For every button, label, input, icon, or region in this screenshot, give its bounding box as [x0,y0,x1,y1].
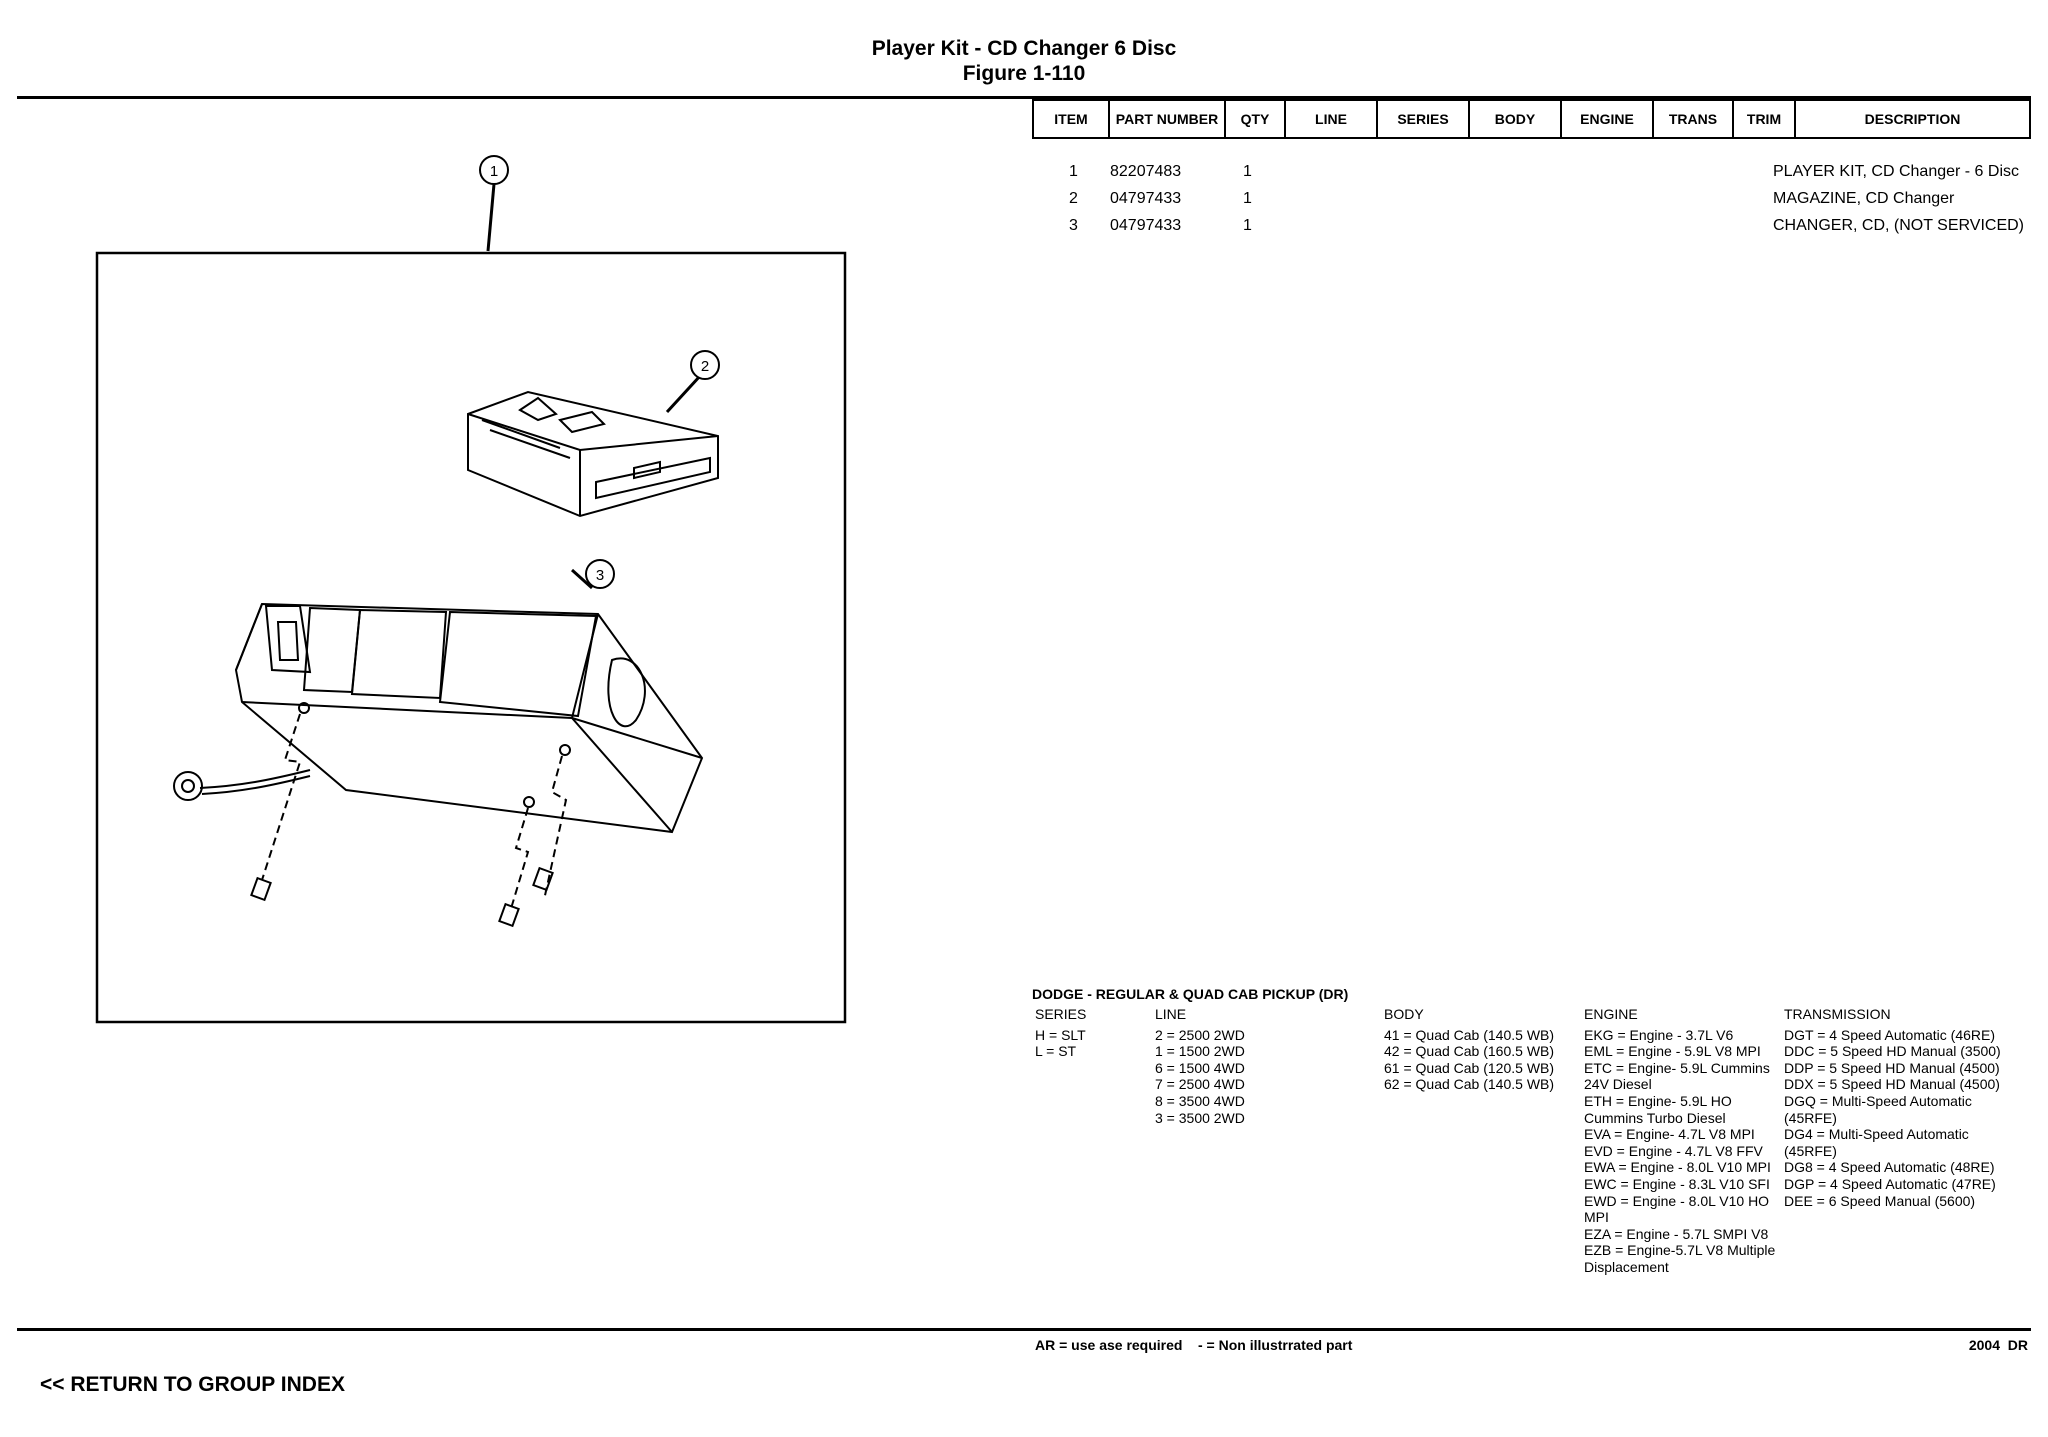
legend-transmission-entry: DDP = 5 Speed HD Manual (4500) [1784,1059,2000,1076]
parts-row: 1 82207483 1 PLAYER KIT, CD Changer - 6 … [1032,158,2031,185]
legend-transmission-entry: (45RFE) [1784,1109,1837,1126]
legend-series-heading: SERIES [1035,1006,1087,1022]
return-to-group-index-link[interactable]: << RETURN TO GROUP INDEX [40,1373,345,1396]
legend-engine-entry: EZA = Engine - 5.7L SMPI V8 [1584,1225,1769,1242]
legend-title: DODGE - REGULAR & QUAD CAB PICKUP (DR) [1032,986,1349,1002]
parts-illustration: 1 2 3 [95,155,847,1024]
part-number: 04797433 [1110,217,1182,234]
legend-transmission-entry: DG4 = Multi-Speed Automatic [1784,1126,1969,1143]
col-item: ITEM [1032,99,1110,139]
legend-engine-entry: 24V Diesel [1584,1076,1652,1093]
legend-body-entry: 42 = Quad Cab (160.5 WB) [1384,1043,1555,1060]
legend-engine: ENGINE EKG = Engine - 3.7L V6 EML = Engi… [1584,1006,1775,1276]
legend-body-entry: 61 = Quad Cab (120.5 WB) [1384,1059,1555,1076]
legend-engine-entry: EWA = Engine - 8.0L V10 MPI [1584,1159,1771,1176]
quantity: 1 [1243,217,1252,234]
mounting-screws [250,713,568,928]
legend-line: LINE 2 = 2500 2WD 1 = 1500 2WD 6 = 1500 … [1155,1006,1245,1126]
callout-circle-2 [690,350,720,380]
legend-transmission-entry: DDX = 5 Speed HD Manual (4500) [1784,1076,2000,1093]
legend-body-entry: 41 = Quad Cab (140.5 WB) [1384,1026,1555,1043]
col-trans: TRANS [1652,99,1734,139]
legend-engine-entry: EWD = Engine - 8.0L V10 HO [1584,1192,1770,1209]
callout-label-1: 1 [490,163,498,180]
legend-transmission-entry: DGQ = Multi-Speed Automatic [1784,1092,1972,1109]
legend-series: SERIES H = SLT L = ST [1035,1006,1086,1060]
legend-line-entry: 3 = 3500 2WD [1155,1109,1245,1126]
col-description: DESCRIPTION [1794,99,2031,139]
parts-row: 2 04797433 1 MAGAZINE, CD Changer [1032,185,2031,212]
legend-series-entry: L = ST [1035,1043,1077,1060]
item-number: 2 [1069,190,1078,207]
legend-engine-entry: EVA = Engine- 4.7L V8 MPI [1584,1126,1755,1143]
legend-line-entry: 8 = 3500 4WD [1155,1092,1245,1109]
part-description: CHANGER, CD, (NOT SERVICED) [1773,217,2024,234]
legend-transmission-entry: (45RFE) [1784,1142,1837,1159]
item-number: 3 [1069,217,1078,234]
quantity: 1 [1243,190,1252,207]
col-series: SERIES [1376,99,1470,139]
legend-body: BODY 41 = Quad Cab (140.5 WB) 42 = Quad … [1384,1006,1554,1093]
callout-label-2: 2 [701,358,709,375]
footer-note: AR = use ase required - = Non illustrrat… [1035,1337,1353,1353]
legend-line-entry: 7 = 2500 4WD [1155,1076,1245,1093]
parts-table: ITEM PART NUMBER QTY LINE SERIES BODY EN… [1032,99,2031,139]
parts-table-header: ITEM PART NUMBER QTY LINE SERIES BODY EN… [1032,99,2031,139]
legend-line-entry: 1 = 1500 2WD [1155,1043,1245,1060]
illustration-frame [95,251,847,1024]
power-cable [173,769,311,801]
legend-line-entry: 6 = 1500 4WD [1155,1059,1245,1076]
legend-transmission-heading: TRANSMISSION [1784,1006,1891,1022]
figure-number: Figure 1-110 [962,62,1086,85]
legend-body-entry: 62 = Quad Cab (140.5 WB) [1384,1076,1555,1093]
callout-circle-1 [479,155,509,185]
part-description: PLAYER KIT, CD Changer - 6 Disc [1773,163,2020,180]
model-year: 2004 DR [1968,1337,2028,1353]
part-number: 04797433 [1110,190,1182,207]
cd-changer-drawing [234,602,704,834]
col-qty: QTY [1224,99,1286,139]
legend-line-entry: 2 = 2500 2WD [1155,1026,1245,1043]
legend-engine-entry: Displacement [1584,1258,1669,1275]
legend-engine-entry: ETC = Engine- 5.9L Cummins [1584,1059,1770,1076]
callout-circle-3 [585,559,615,589]
col-body: BODY [1468,99,1562,139]
item-number: 1 [1069,163,1078,180]
legend-transmission-entry: DGP = 4 Speed Automatic (47RE) [1784,1175,1996,1192]
legend-engine-entry: EWC = Engine - 8.3L V10 SFI [1584,1175,1770,1192]
part-number: 82207483 [1110,163,1182,180]
legend-transmission-entry: DG8 = 4 Speed Automatic (48RE) [1784,1159,1995,1176]
legend-engine-entry: ETH = Engine- 5.9L HO [1584,1092,1732,1109]
header-rule [17,96,2031,99]
legend-transmission-entry: DDC = 5 Speed HD Manual (3500) [1784,1043,2001,1060]
page-title: Player Kit - CD Changer 6 Disc [871,37,1177,60]
legend-engine-heading: ENGINE [1584,1006,1638,1022]
leader-line-1 [486,183,496,252]
footer-rule [17,1328,2031,1331]
legend-transmission-entry: DGT = 4 Speed Automatic (46RE) [1784,1026,1996,1043]
legend-body-heading: BODY [1384,1006,1424,1022]
legend-transmission-entry: DEE = 6 Speed Manual (5600) [1784,1192,1976,1209]
legend-transmission: TRANSMISSION DGT = 4 Speed Automatic (46… [1784,1006,2001,1209]
col-trim: TRIM [1732,99,1796,139]
leader-line-3 [570,568,594,590]
cd-magazine-drawing [467,390,719,518]
col-line: LINE [1284,99,1378,139]
legend-series-entry: H = SLT [1035,1026,1086,1043]
legend-line-heading: LINE [1155,1006,1187,1022]
legend-engine-entry: MPI [1584,1209,1609,1226]
col-part-number: PART NUMBER [1108,99,1226,139]
parts-row: 3 04797433 1 CHANGER, CD, (NOT SERVICED) [1032,212,2031,239]
part-description: MAGAZINE, CD Changer [1773,190,1955,207]
quantity: 1 [1243,163,1252,180]
legend-engine-entry: EZB = Engine-5.7L V8 Multiple [1584,1242,1776,1259]
leader-line-2 [665,374,702,414]
legend-engine-entry: EKG = Engine - 3.7L V6 [1584,1026,1734,1043]
legend-engine-entry: EVD = Engine - 4.7L V8 FFV [1584,1142,1763,1159]
callout-label-3: 3 [596,567,604,584]
col-engine: ENGINE [1560,99,1654,139]
legend-engine-entry: EML = Engine - 5.9L V8 MPI [1584,1043,1761,1060]
legend-engine-entry: Cummins Turbo Diesel [1584,1109,1726,1126]
